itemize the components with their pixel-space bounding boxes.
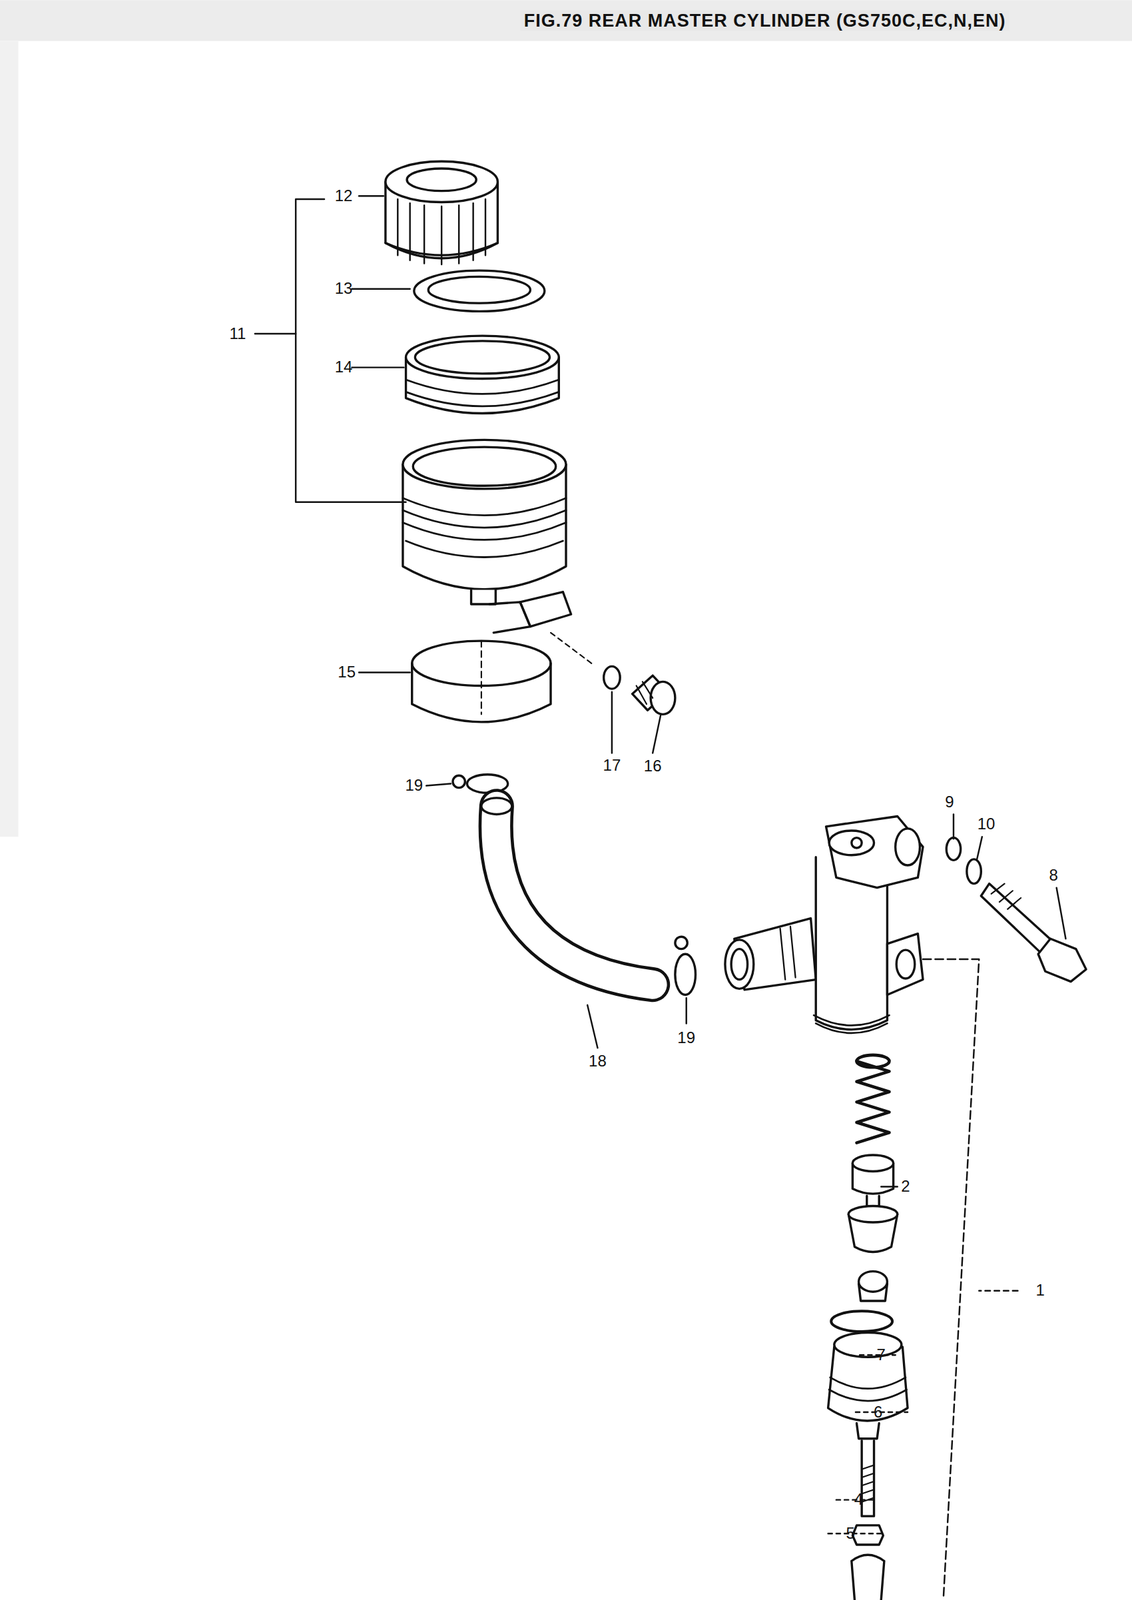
callout-number: 19 xyxy=(675,1028,697,1047)
circlip xyxy=(831,1310,893,1332)
callout-number: 18 xyxy=(587,1052,608,1070)
washer xyxy=(946,837,961,861)
callout-number: 11 xyxy=(227,324,248,343)
mounting-bolt xyxy=(980,883,1087,982)
reservoir-cap xyxy=(385,161,498,265)
callout-number: 7 xyxy=(875,1345,887,1364)
screw xyxy=(632,675,676,714)
lock-nut xyxy=(852,1524,883,1545)
callout-number: 15 xyxy=(336,663,357,681)
reservoir-bracket xyxy=(412,591,572,722)
washer xyxy=(966,858,981,884)
piston xyxy=(848,1154,898,1252)
hose-clamp xyxy=(675,936,696,995)
master-cylinder-body xyxy=(725,816,923,1033)
reservoir-body xyxy=(402,439,566,604)
dust-boot xyxy=(828,1331,908,1438)
figure-title: FIG.79 REAR MASTER CYLINDER (GS750C,EC,N… xyxy=(520,9,1011,31)
cap-washer xyxy=(414,270,545,311)
callout-number: 12 xyxy=(333,187,355,205)
callout-number: 5 xyxy=(845,1524,857,1542)
callout-number: 9 xyxy=(943,793,955,811)
callout-number: 10 xyxy=(976,815,997,833)
callout-number: 8 xyxy=(1047,866,1059,884)
push-rod xyxy=(861,1440,874,1516)
callout-number: 16 xyxy=(642,757,664,775)
callout-number: 1 xyxy=(1034,1281,1046,1299)
callout-number: 17 xyxy=(601,756,623,774)
callout-number: 19 xyxy=(403,776,425,794)
leader-lines xyxy=(255,195,1067,1599)
callout-number: 4 xyxy=(852,1490,865,1508)
washer xyxy=(603,665,621,689)
callout-number: 13 xyxy=(333,279,355,297)
callout-number: 2 xyxy=(899,1177,911,1195)
diaphragm xyxy=(406,335,560,413)
callout-number: 6 xyxy=(872,1403,884,1421)
return-spring xyxy=(856,1060,889,1143)
clevis xyxy=(851,1554,885,1599)
callout-number: 14 xyxy=(333,358,355,376)
